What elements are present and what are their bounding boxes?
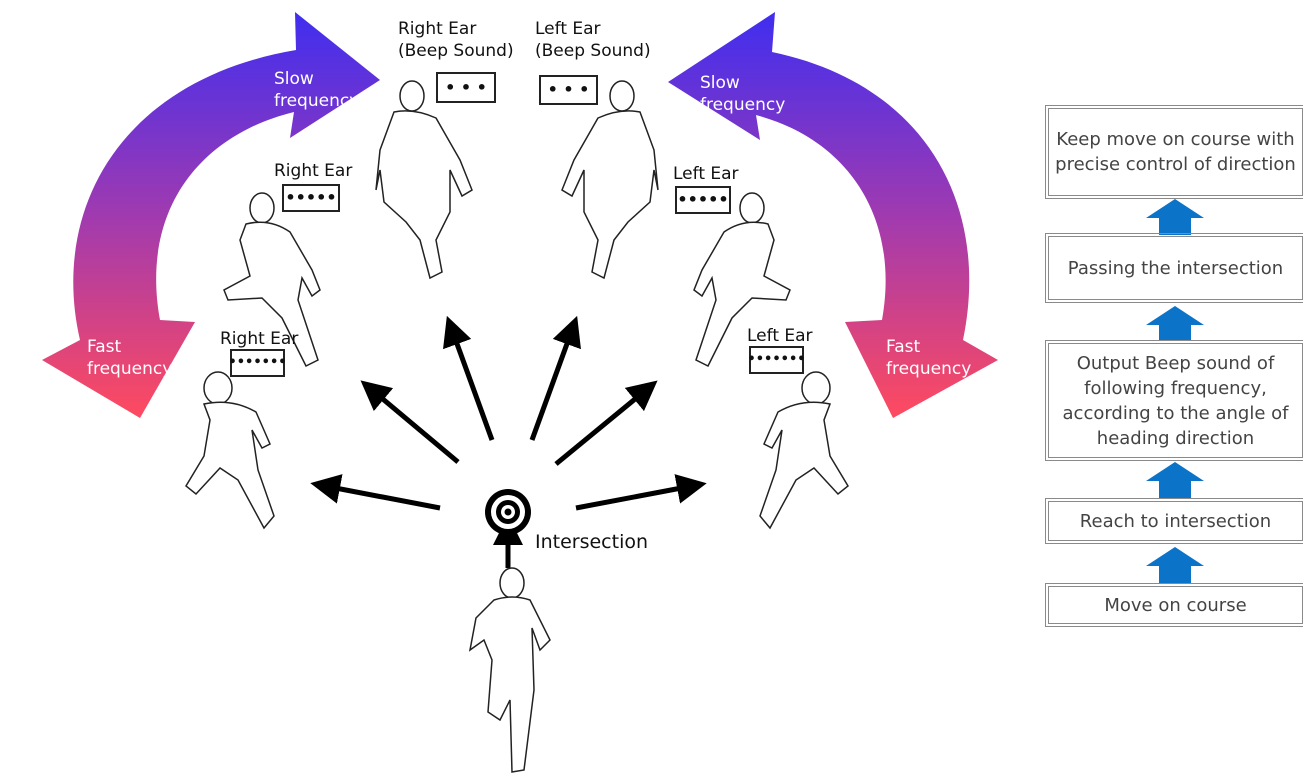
intersection-target-icon bbox=[485, 489, 531, 535]
walker-mid-left-ear bbox=[693, 192, 791, 368]
flow-arrow-3 bbox=[1146, 306, 1204, 341]
beep-box-left-medium: ••••• bbox=[675, 186, 731, 214]
beep-box-right-slow: • • • bbox=[436, 72, 496, 103]
label-left-ear-top: Left Ear (Beep Sound) bbox=[535, 19, 651, 61]
label-left-ear-mid: Left Ear bbox=[673, 164, 739, 184]
flow-step-reach-intersection: Reach to intersection bbox=[1045, 498, 1303, 544]
arrow-near-right bbox=[529, 315, 581, 441]
arrow-mid-right bbox=[554, 380, 658, 466]
flow-step-output-beep: Output Beep sound of following frequency… bbox=[1045, 340, 1303, 461]
arrow-mid-left bbox=[360, 380, 460, 464]
label-right-ear-mid: Right Ear bbox=[274, 161, 353, 181]
beep-box-left-fast: ••••••• bbox=[747, 346, 806, 374]
walker-top-left-ear bbox=[561, 80, 659, 280]
arrow-far-right bbox=[575, 474, 707, 511]
right-arrow-fast-label: Fast frequency bbox=[886, 337, 972, 379]
walker-low-left-ear bbox=[759, 371, 849, 530]
walker-bottom-center bbox=[468, 567, 551, 773]
flow-step-keep-on-course: Keep move on course with precise control… bbox=[1045, 105, 1303, 199]
arrow-far-left bbox=[310, 474, 441, 511]
beep-box-left-slow: • • • bbox=[539, 75, 598, 105]
label-left-ear-low: Left Ear bbox=[747, 326, 813, 346]
right-arrow-slow-label: Slow frequency bbox=[700, 73, 786, 115]
label-right-ear-low: Right Ear bbox=[220, 329, 299, 349]
flow-arrows bbox=[1146, 199, 1204, 584]
left-arrow-fast-label: Fast frequency bbox=[87, 337, 173, 379]
arrow-near-left bbox=[443, 315, 495, 441]
flow-step-move-on-course: Move on course bbox=[1045, 583, 1303, 627]
beep-box-right-fast: ••••••• bbox=[228, 349, 287, 377]
label-intersection: Intersection bbox=[535, 531, 649, 553]
walker-top-right-ear bbox=[375, 80, 473, 280]
walker-low-right-ear bbox=[185, 371, 275, 530]
flow-step-passing-intersection: Passing the intersection bbox=[1045, 233, 1303, 303]
heading-arrows bbox=[310, 315, 707, 568]
label-right-ear-top: Right Ear (Beep Sound) bbox=[398, 19, 514, 61]
flow-arrow-4 bbox=[1146, 199, 1204, 235]
beep-box-right-medium: ••••• bbox=[282, 184, 340, 212]
left-arrow-slow-label: Slow frequency bbox=[274, 69, 360, 111]
right-curved-frequency-arrow bbox=[668, 12, 998, 418]
flow-arrow-1 bbox=[1146, 547, 1204, 584]
left-curved-frequency-arrow bbox=[42, 12, 380, 418]
walker-mid-right-ear bbox=[223, 192, 321, 368]
flow-arrow-2 bbox=[1146, 462, 1204, 499]
